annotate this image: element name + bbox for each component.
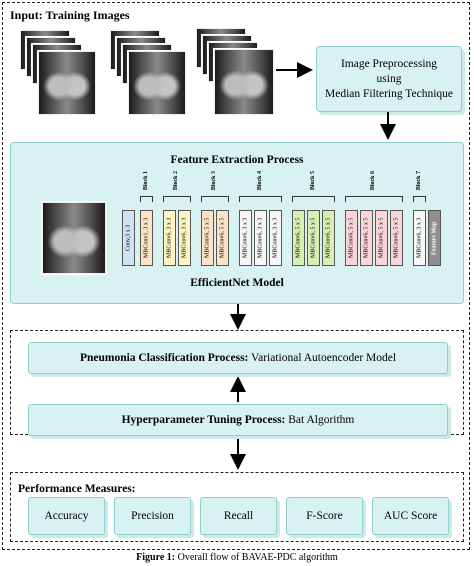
mbconv-layer: MBConv6, 3 x 3 [413,210,426,266]
feature-extraction-title: Feature Extraction Process [170,154,304,166]
mbconv-layer: MBConv6, 5 x 5 [345,210,358,266]
xray-image [214,49,274,115]
block-label: Block 7 [415,171,422,191]
block-label: Block 4 [256,171,263,191]
tuning-algorithm: Bat Algorithm [285,414,355,426]
mbconv-layer: MBConv6, 5 x 5 [201,210,214,266]
preprocessing-box: Image Preprocessing using Median Filteri… [316,46,462,112]
mbconv-layer: MBConv6, 5 x 5 [292,210,305,266]
preprocessing-line-2: using [376,72,402,85]
classification-box: Pneumonia Classification Process: Variat… [28,342,448,374]
mbconv-layer: MBConv6, 5 x 5 [216,210,229,266]
preprocessing-line-1: Image Preprocessing [340,57,438,70]
tuning-box: Hyperparameter Tuning Process: Bat Algor… [28,404,448,436]
block-bracket [413,196,426,202]
block-label: Block 5 [309,171,316,191]
caption-label: Figure 1: [136,552,176,563]
mbconv-layer: MBConv6, 5 x 5 [390,210,403,266]
block-bracket [163,196,191,202]
feature-map-layer: Feature Map [428,210,441,266]
classification-model: Variational Autoencoder Model [248,352,397,364]
block-label: Block 2 [173,171,179,191]
mbconv-layer: MBConv6, 5 x 5 [375,210,388,266]
classification-label: Pneumonia Classification Process: [79,352,249,364]
xray-image [128,51,186,115]
block-bracket [345,196,403,202]
mbconv-layer: MBConv6, 5 x 5 [360,210,373,266]
caption-text: Overall flow of BAVAE-PDC algorithm [175,552,338,563]
block-bracket [292,196,335,202]
block-label: Block 3 [211,171,217,191]
metric-auc-score: AUC Score [372,497,449,535]
efficientnet-model-label: EfficientNet Model [190,277,284,289]
mbconv-layer: MBConv6, 5 x 5 [307,210,320,266]
xray-image [38,51,96,115]
block-bracket [201,196,229,202]
overall-flow-frame [2,2,470,550]
input-xray-image [42,202,106,274]
input-title: Input: Training Images [10,8,130,22]
tuning-label: Hyperparameter Tuning Process: [121,414,286,426]
mbconv-layer: MBConv6, 5 x 5 [322,210,335,266]
mbconv-layer: MBConv6, 3 x 3 [254,210,267,266]
performance-measures-title: Performance Measures: [18,483,136,495]
mbconv-layer: MBConv6, 3 x 3 [269,210,282,266]
metric-f-score: F-Score [286,497,363,535]
mbconv-layer: MBConv6, 3 x 3 [239,210,252,266]
figure-caption: Figure 1: Overall flow of BAVAE-PDC algo… [0,552,474,563]
block-bracket [140,196,153,202]
metric-accuracy: Accuracy [28,497,105,535]
metric-recall: Recall [200,497,277,535]
block-bracket [239,196,282,202]
metric-precision: Precision [114,497,191,535]
conv-layer: Conv,3 x 3 [122,210,135,266]
mbconv-layer: MBConv6, 3 x 3 [163,210,176,266]
performance-measures-group [10,472,464,542]
block-label: Block 6 [370,171,376,191]
block-label: Block 1 [142,171,149,191]
mbconv-layer: MBConv1, 3 x 3 [140,210,153,266]
preprocessing-line-3: Median Filtering Technique [324,87,453,100]
mbconv-layer: MBConv6, 3 x 3 [178,210,191,266]
